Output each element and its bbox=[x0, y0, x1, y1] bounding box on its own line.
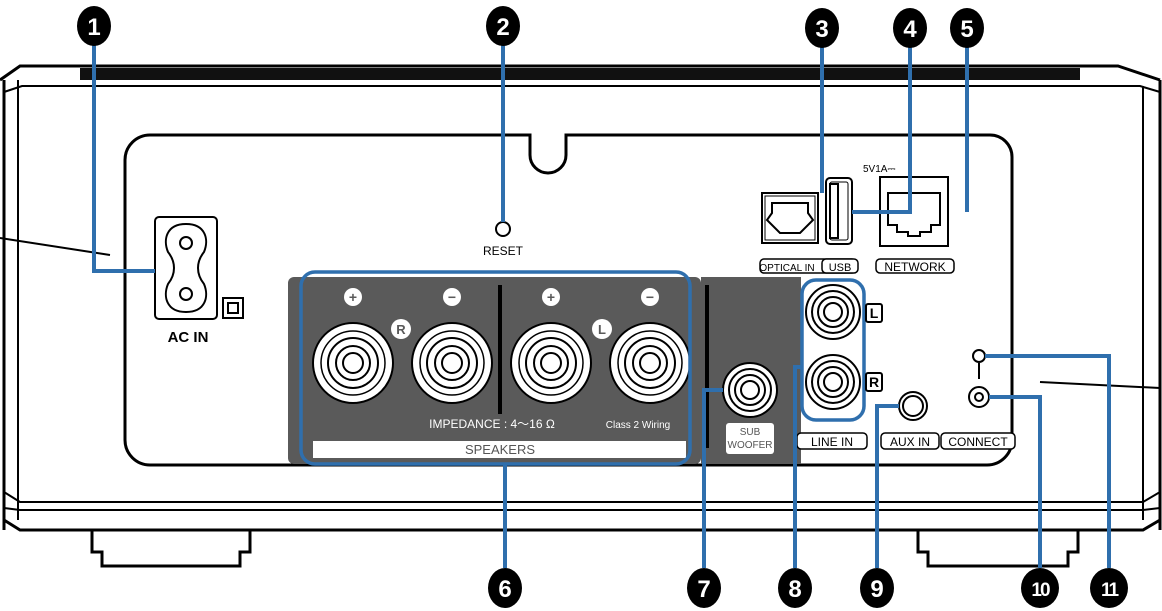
svg-text:8: 8 bbox=[788, 576, 801, 603]
svg-text:5: 5 bbox=[960, 16, 973, 43]
optical-in-port[interactable] bbox=[761, 192, 819, 244]
callout-11: 11 bbox=[1090, 568, 1128, 608]
callout-5: 5 bbox=[950, 8, 984, 48]
subwoofer-label-line1: SUB bbox=[740, 427, 761, 438]
callout-9: 9 bbox=[860, 568, 894, 608]
callout-6: 6 bbox=[488, 568, 522, 608]
callout-1: 1 bbox=[77, 6, 111, 46]
svg-text:9: 9 bbox=[870, 576, 883, 603]
line-in-l-badge bbox=[865, 303, 883, 323]
callout-markers: 1 2 3 4 5 6 7 8 9 10 11 bbox=[77, 6, 1128, 608]
svg-text:4: 4 bbox=[903, 16, 917, 43]
callout-2: 2 bbox=[486, 6, 520, 46]
svg-text:10: 10 bbox=[1031, 580, 1050, 601]
svg-text:11: 11 bbox=[1101, 580, 1120, 601]
reset-button[interactable] bbox=[495, 221, 511, 237]
subwoofer-label-box bbox=[726, 423, 774, 454]
speakers-label: SPEAKERS bbox=[465, 442, 535, 457]
right-foot bbox=[916, 530, 1080, 568]
ac-in-label: AC IN bbox=[168, 329, 209, 346]
line-in-section: L R LINE IN bbox=[796, 278, 883, 450]
minus-icon-r: − bbox=[443, 288, 461, 306]
svg-text:+: + bbox=[547, 289, 555, 305]
speakers-label-bar bbox=[313, 441, 686, 458]
connect-indicator bbox=[972, 349, 986, 363]
speaker-terminal-r-minus[interactable] bbox=[411, 322, 493, 404]
svg-text:−: − bbox=[448, 289, 456, 305]
device-housing bbox=[0, 64, 1162, 568]
impedance-label: IMPEDANCE : 4～16 Ω bbox=[429, 417, 555, 431]
svg-text:7: 7 bbox=[697, 576, 710, 603]
right-channel-badge: R bbox=[391, 319, 411, 339]
line-in-l-jack[interactable] bbox=[805, 284, 861, 340]
connect-button[interactable] bbox=[968, 386, 990, 408]
callout-3: 3 bbox=[805, 8, 839, 48]
line-in-label: LINE IN bbox=[811, 435, 853, 449]
subwoofer-jack[interactable] bbox=[722, 362, 778, 418]
plus-icon-l: + bbox=[542, 288, 560, 306]
svg-text:L: L bbox=[598, 322, 606, 337]
optical-in-label: OPTICAL IN bbox=[759, 263, 814, 274]
svg-text:R: R bbox=[396, 322, 406, 337]
speaker-terminal-l-minus[interactable] bbox=[609, 322, 691, 404]
svg-text:L: L bbox=[870, 305, 879, 321]
line-in-r-badge bbox=[865, 372, 883, 392]
plus-icon-r: + bbox=[344, 288, 362, 306]
callout-4: 4 bbox=[893, 8, 927, 48]
aux-in-label: AUX IN bbox=[890, 435, 930, 449]
callout-10: 10 bbox=[1021, 568, 1059, 608]
usb-label: USB bbox=[829, 262, 852, 274]
leader-7 bbox=[702, 388, 723, 568]
top-vent-slot bbox=[80, 68, 1080, 80]
speaker-terminal-r-plus[interactable] bbox=[312, 322, 394, 404]
svg-text:+: + bbox=[349, 289, 357, 305]
double-insulation-icon bbox=[222, 297, 244, 319]
left-foot bbox=[90, 530, 252, 568]
subwoofer-section: SUB WOOFER bbox=[701, 277, 801, 464]
svg-text:3: 3 bbox=[815, 16, 828, 43]
svg-text:R: R bbox=[869, 374, 879, 390]
callout-7: 7 bbox=[687, 568, 721, 608]
class2-wiring-label: Class 2 Wiring bbox=[606, 420, 670, 431]
svg-text:6: 6 bbox=[498, 576, 511, 603]
line-in-highlight bbox=[800, 278, 866, 422]
ac-in-inlet[interactable] bbox=[154, 216, 218, 320]
aux-in-label-box bbox=[880, 432, 940, 450]
svg-text:1: 1 bbox=[87, 14, 100, 41]
network-label: NETWORK bbox=[884, 260, 945, 274]
leader-8 bbox=[793, 365, 802, 568]
connect-label-box bbox=[940, 432, 1016, 450]
svg-text:2: 2 bbox=[496, 14, 509, 41]
line-in-r-jack[interactable] bbox=[805, 354, 861, 410]
leader-10 bbox=[989, 395, 1042, 568]
leader-11 bbox=[985, 354, 1111, 568]
speaker-terminals: SPEAKERS + − + − R L bbox=[288, 270, 701, 466]
usb-port[interactable] bbox=[825, 177, 853, 245]
usb-rating: 5V1A⎓ bbox=[863, 164, 895, 175]
leader-1 bbox=[92, 40, 155, 273]
svg-text:−: − bbox=[646, 289, 654, 305]
callout-8: 8 bbox=[778, 568, 812, 608]
network-port[interactable] bbox=[879, 176, 949, 247]
speakers-highlight bbox=[299, 270, 692, 466]
reset-label: RESET bbox=[483, 244, 524, 258]
subwoofer-label-line2: WOOFER bbox=[728, 440, 773, 451]
network-label-box bbox=[875, 258, 955, 274]
aux-in-jack[interactable] bbox=[898, 391, 928, 421]
left-channel-badge: L bbox=[592, 319, 612, 339]
leader-lines bbox=[92, 40, 1111, 568]
speaker-terminal-l-plus[interactable] bbox=[510, 322, 592, 404]
minus-icon-l: − bbox=[641, 288, 659, 306]
usb-label-box bbox=[821, 258, 859, 274]
connect-label: CONNECT bbox=[948, 435, 1008, 449]
leader-9 bbox=[875, 404, 899, 568]
leader-4 bbox=[852, 40, 912, 214]
